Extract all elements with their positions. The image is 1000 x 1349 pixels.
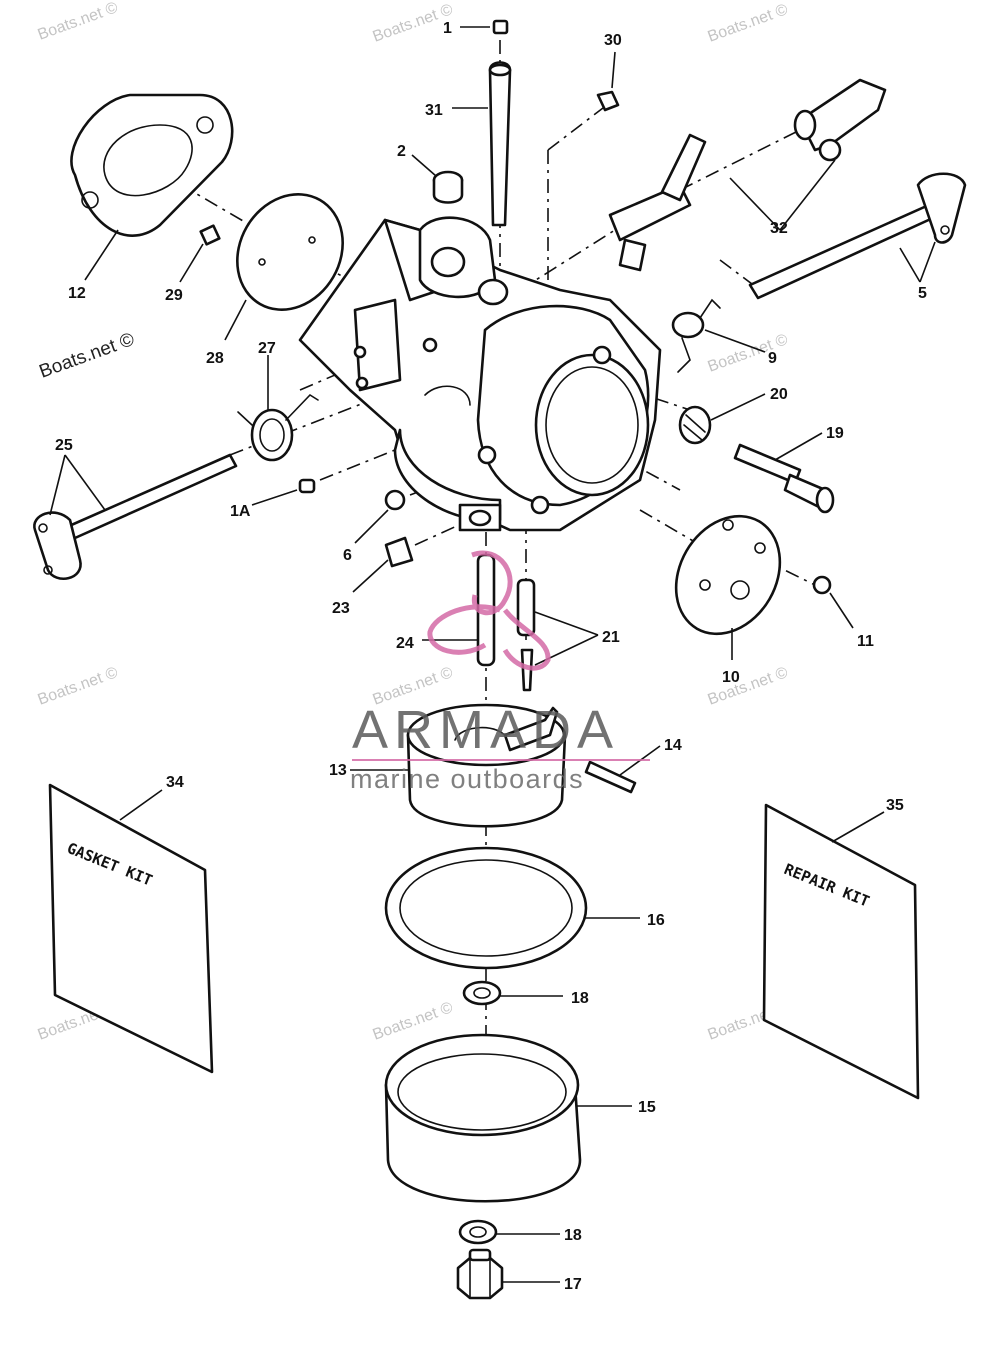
screw-part [384,489,406,511]
throttle-plate-part [236,193,344,311]
callout-16: 16 [647,912,665,929]
callout-34: 34 [166,774,184,791]
callout-20: 20 [770,386,788,403]
choke-shaft-part [748,172,967,300]
nut-part [456,1248,504,1300]
plug-part [298,478,316,494]
callout-21: 21 [602,629,620,646]
callout-13: 13 [329,762,347,779]
fuel-fitting-part [608,78,887,272]
carburetor-body-part [298,216,662,532]
callout-31: 31 [425,102,443,119]
watermark: Boats.net © [371,999,456,1044]
gasket-ring-part [384,846,588,970]
callout-14: 14 [664,737,682,754]
watermark: Boats.net © [706,1,791,46]
logo-emblem-icon [427,550,551,671]
watermark: Boats.net © [36,0,121,44]
pin-part [584,760,637,794]
spring-part [678,405,712,445]
armada-logo: ARMADA marine outboards [350,550,650,794]
fitting-part [596,90,620,112]
callout-28: 28 [206,350,224,367]
logo-tagline: marine outboards [350,764,584,794]
callout-1a: 1A [230,503,251,520]
plate-part [674,514,782,636]
callout-5: 5 [918,285,927,302]
watermark: Boats.net © [706,331,791,376]
nut-part [492,19,509,35]
callout-17: 17 [564,1276,582,1293]
callout-23: 23 [332,600,350,617]
callout-labels: 1 1A 2 5 6 9 10 11 12 13 14 15 16 17 18 … [55,20,927,1293]
callout-19: 19 [826,425,844,442]
needle-screw-part [733,443,835,514]
watermark-bold: Boats.net © [37,329,138,383]
tube-part [488,61,512,227]
callout-10: 10 [722,669,740,686]
callout-35: 35 [886,797,904,814]
screw-part [199,224,221,246]
callout-1: 1 [443,20,452,37]
screw-part [384,536,414,568]
logo-wordmark: ARMADA [352,700,619,760]
callout-6: 6 [343,547,352,564]
leader-lines [49,26,936,1283]
callout-27: 27 [258,340,276,357]
callout-18b: 18 [564,1227,582,1244]
callout-12: 12 [68,285,86,302]
screw-part [812,575,832,595]
callout-9: 9 [768,350,777,367]
callout-15: 15 [638,1099,656,1116]
washer-part [462,980,502,1006]
float-part [406,703,567,828]
callout-11: 11 [857,633,874,650]
gasket-kit-card: GASKET KIT [48,783,214,1074]
watermark: Boats.net © [706,664,791,709]
float-bowl-part [384,1033,582,1203]
callout-29: 29 [165,287,183,304]
callout-32: 32 [770,220,788,237]
callout-25: 25 [55,437,73,454]
callout-2: 2 [397,143,406,160]
spring-part [237,393,319,462]
spring-part [671,298,721,373]
cap-part [432,170,464,204]
callout-18a: 18 [571,990,589,1007]
watermark: Boats.net © [36,664,121,709]
callout-30: 30 [604,32,622,49]
repair-kit-card: REPAIR KIT [762,803,920,1100]
flange-gasket-part [70,93,234,237]
throttle-shaft-part [33,453,238,580]
callout-24: 24 [396,635,414,652]
jet-part [516,578,536,692]
washer-part [458,1219,498,1245]
